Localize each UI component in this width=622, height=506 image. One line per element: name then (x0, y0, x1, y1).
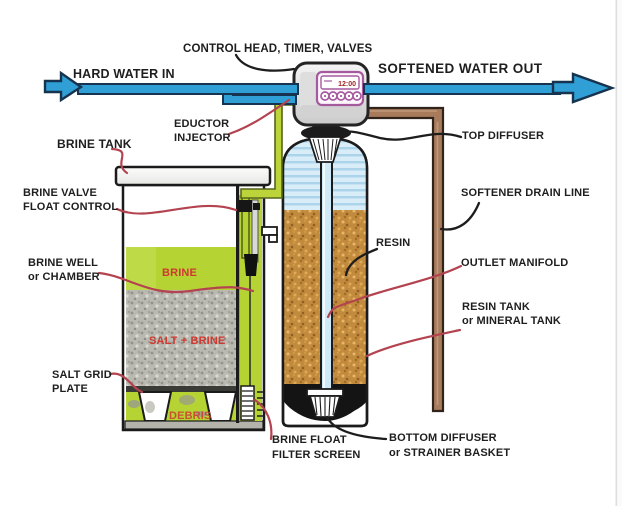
brine-float-line1: BRINE FLOAT (272, 434, 347, 446)
pointer-filter-screen (253, 398, 273, 441)
pointer-brine-well (97, 271, 255, 294)
pointer-control-head (234, 53, 296, 72)
resin-tank-label: RESIN TANK or MINERAL TANK (462, 300, 561, 328)
black-pointers (234, 53, 481, 441)
bottom-diffuser-line2: or STRAINER BASKET (389, 447, 511, 459)
pointer-salt-grid (108, 372, 144, 394)
brine-tank-label: BRINE TANK (57, 137, 132, 151)
edge-line (615, 0, 618, 506)
pointer-drain-line (439, 201, 481, 231)
inlet-arrow-icon (43, 70, 84, 103)
filter-screen (240, 385, 263, 421)
pointer-bottom-diffuser (325, 415, 388, 441)
brine-well-label: BRINE WELL or CHAMBER (28, 256, 100, 284)
outlet-manifold-label: OUTLET MANIFOLD (461, 257, 569, 269)
pointer-brine-tank (110, 147, 129, 175)
eductor-line1: EDUCTOR (174, 118, 230, 130)
dial-centers (323, 94, 359, 98)
salt-grid-plate (126, 386, 236, 392)
top-diffuser-label: TOP DIFFUSER (462, 130, 545, 142)
head-shading-bottom (300, 105, 362, 118)
brine-valve-label: BRINE VALVE FLOAT CONTROL (23, 186, 118, 214)
inlet-pipe (77, 83, 299, 95)
softener-drain-line-label: SOFTENER DRAIN LINE (461, 187, 590, 199)
control-head: 12:00 (292, 61, 370, 127)
float (244, 254, 258, 276)
brine-tank (114, 165, 272, 432)
brine-valve-line1: BRINE VALVE (23, 187, 97, 199)
riser-tube (320, 157, 333, 399)
red-pointers (97, 98, 463, 441)
leg-smudge (145, 401, 155, 413)
eductor-line2: INJECTOR (174, 132, 231, 144)
brine-float-label: BRINE FLOAT FILTER SCREEN (272, 433, 361, 463)
edge-artifact (617, 0, 622, 506)
resin-tank-line1: RESIN TANK (462, 301, 530, 313)
display-time: 12:00 (338, 81, 356, 88)
control-head-label: CONTROL HEAD, TIMER, VALVES (183, 43, 373, 55)
brine-zone-highlight (126, 247, 156, 290)
resin-label: RESIN (376, 237, 411, 249)
brine-float-line2: FILTER SCREEN (272, 449, 361, 461)
salt-zone (126, 290, 236, 387)
brine-tank-lid (114, 165, 272, 187)
display-dash (324, 80, 332, 82)
strainer-basket (306, 388, 344, 418)
hard-water-in-label: HARD WATER IN (73, 67, 175, 81)
debris-zone-label: DEBRIS (169, 410, 212, 422)
resin-tank-line2: or MINERAL TANK (462, 315, 562, 327)
tank-bottom (124, 420, 264, 430)
pipes (43, 70, 616, 105)
bottom-diffuser-line1: BOTTOM DIFFUSER (389, 432, 497, 444)
pointer-resin (344, 247, 379, 277)
pointer-top-diffuser (339, 130, 463, 141)
drain-pipe (364, 106, 445, 413)
debris-blob (195, 411, 207, 417)
pointer-eductor (227, 98, 291, 136)
debris-blob (179, 395, 195, 405)
resin-tank-outline (281, 136, 369, 428)
brine-valve (239, 200, 252, 212)
valve-knob (253, 203, 260, 210)
salt-grid-line2: PLATE (52, 383, 88, 395)
brine-valve-line2: FLOAT CONTROL (23, 201, 119, 213)
pointer-resin-tank (365, 328, 462, 358)
timer-display (320, 75, 360, 90)
pointer-brine-valve (115, 204, 238, 215)
resin-tank (281, 116, 369, 428)
outlet-pipe (363, 83, 561, 95)
eductor-injector-label: EDUCTOR INJECTOR (174, 117, 231, 145)
top-diffuser-funnel (307, 136, 343, 163)
brine-well-wall (236, 185, 240, 423)
brine-well-line1: BRINE WELL (28, 257, 98, 269)
salt-grid-label: SALT GRID PLATE (52, 368, 112, 396)
salt-brine-zone-label: SALT + BRINE (149, 335, 226, 347)
debris-blob (128, 400, 140, 408)
outlet-arrow-icon (551, 72, 616, 104)
overflow-fitting (261, 226, 278, 243)
softened-water-out-label: SOFTENED WATER OUT (378, 61, 543, 76)
bottom-diffuser-label: BOTTOM DIFFUSER or STRAINER BASKET (389, 431, 510, 461)
tank-leg (137, 391, 173, 422)
pointer-outlet-manifold (326, 264, 463, 319)
brine-zone-label: BRINE (162, 267, 197, 279)
salt-grid-line1: SALT GRID (52, 369, 112, 381)
brine-well-line2: or CHAMBER (28, 271, 100, 283)
